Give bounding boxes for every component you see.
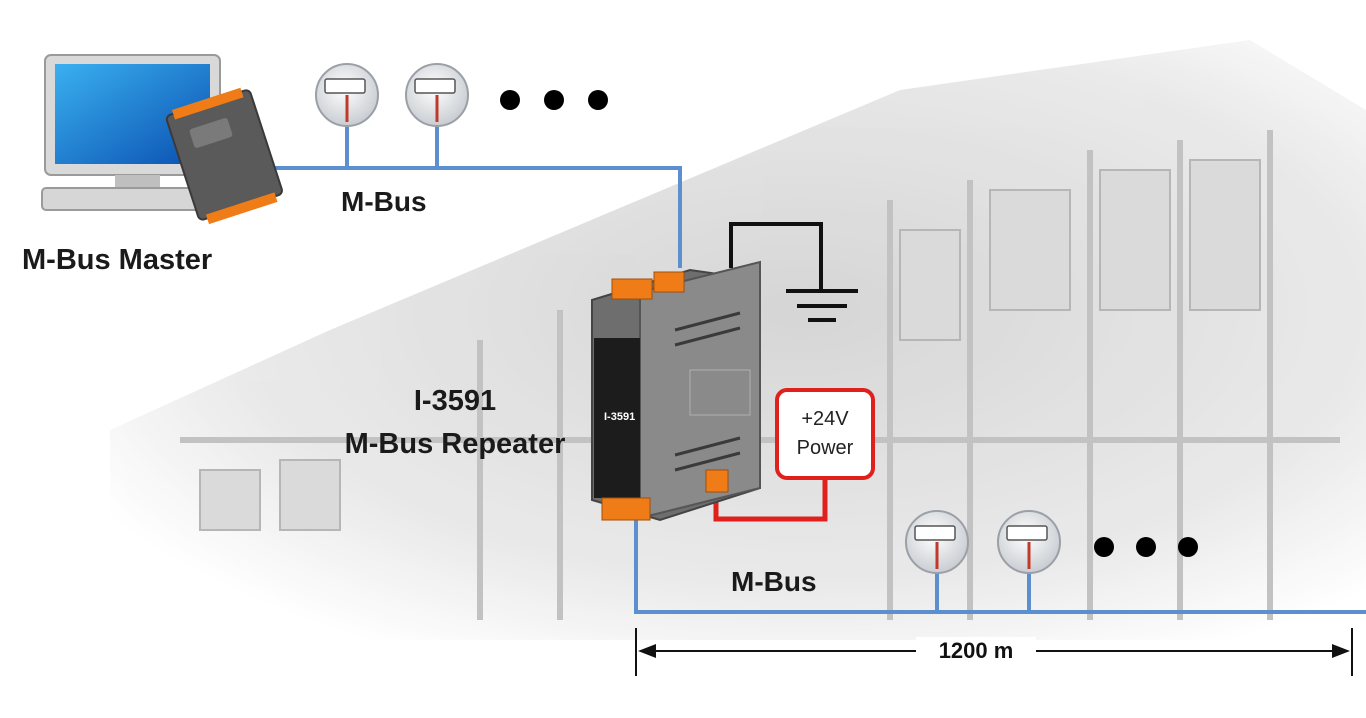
power-box: +24V Power [775,388,875,480]
power-voltage-label: +24V [801,408,849,430]
m-bus-top-line [274,127,682,268]
meter-icon [405,63,469,127]
m-bus-top-label: M-Bus [341,186,427,217]
m-bus-bottom-line [634,520,1366,614]
repeater-model-label: I-3591 [413,385,497,417]
ellipsis-dots-bottom [1094,537,1198,557]
repeater-name-label: M-Bus Repeater [344,428,566,460]
meter-icon [315,63,379,127]
meter-icon [905,510,969,574]
repeater-label: I-3591 M-Bus Repeater [320,380,590,466]
device-panel-model: I-3591 [604,411,635,423]
repeater-device: I-3591 [591,260,761,522]
ellipsis-dots-top [500,90,608,110]
distance-label: 1200 m [916,637,1036,665]
m-bus-bottom-label: M-Bus [731,566,817,597]
master-label: M-Bus Master [22,244,213,276]
meter-icon [997,510,1061,574]
ground-symbol-icon [729,222,858,322]
computer-with-controller-icon [41,54,283,225]
power-text-label: Power [796,437,854,459]
